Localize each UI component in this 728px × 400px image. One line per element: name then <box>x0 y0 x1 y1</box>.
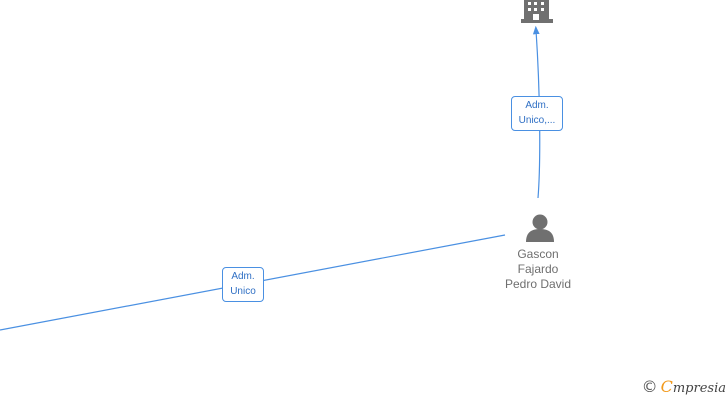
copyright-icon: © <box>641 377 658 396</box>
edge-label-line: Unico,... <box>518 115 556 126</box>
empresia-logo[interactable]: © Cmpresia <box>642 377 726 396</box>
edge-label-line: Adm. <box>231 271 255 282</box>
person-name[interactable]: Gascon Fajardo Pedro David <box>483 247 593 292</box>
edge-label-adm-unico-1[interactable]: Adm. Unico,... <box>511 96 563 131</box>
person-name-line: Pedro David <box>504 277 572 291</box>
edge-label-line: Adm. <box>525 100 549 111</box>
building-icon[interactable] <box>521 0 553 23</box>
person-name-line: Gascon <box>517 247 559 261</box>
brand-name: Cmpresia <box>661 377 726 396</box>
person-name-line: Fajardo <box>517 262 559 276</box>
edge-label-adm-unico-2[interactable]: Adm. Unico <box>222 267 264 302</box>
edge-label-line: Unico <box>230 286 256 297</box>
brand-rest: mpresia <box>672 381 726 396</box>
brand-initial: C <box>660 377 673 396</box>
person-icon[interactable] <box>526 214 554 243</box>
